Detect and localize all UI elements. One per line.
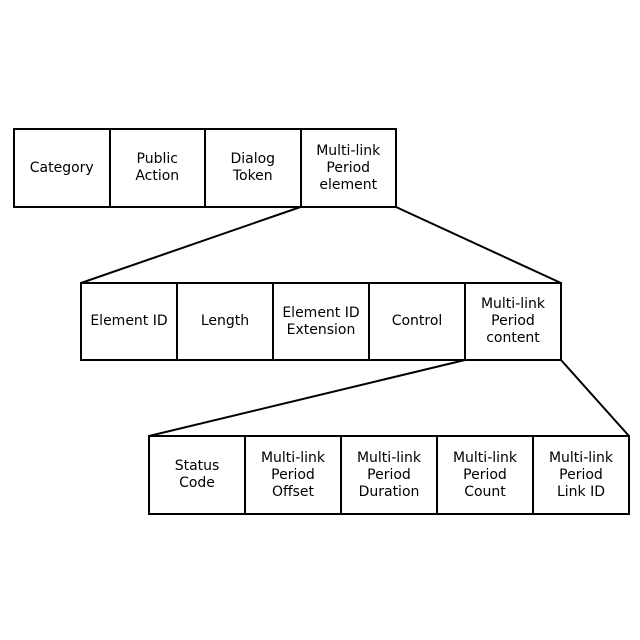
field-multi-link-period-count: Multi-link Period Count bbox=[438, 437, 532, 513]
expansion-line-1-right bbox=[561, 360, 629, 436]
field-multi-link-period-content: Multi-link Period content bbox=[466, 284, 560, 359]
field-status-code: Status Code bbox=[150, 437, 244, 513]
field-length: Length bbox=[178, 284, 272, 359]
field-control: Control bbox=[370, 284, 464, 359]
expansion-line-1-left bbox=[149, 360, 465, 436]
expansion-line-0-right bbox=[396, 207, 561, 283]
field-multi-link-period-offset: Multi-link Period Offset bbox=[246, 437, 340, 513]
field-public-action: Public Action bbox=[111, 130, 205, 206]
field-element-id-extension: Element ID Extension bbox=[274, 284, 368, 359]
field-element-id: Element ID bbox=[82, 284, 176, 359]
field-multi-link-period-duration: Multi-link Period Duration bbox=[342, 437, 436, 513]
field-category: Category bbox=[15, 130, 109, 206]
field-multi-link-period-link-id: Multi-link Period Link ID bbox=[534, 437, 628, 513]
expansion-line-0-left bbox=[81, 207, 301, 283]
field-dialog-token: Dialog Token bbox=[206, 130, 300, 206]
field-multi-link-period-element: Multi-link Period element bbox=[302, 130, 396, 206]
